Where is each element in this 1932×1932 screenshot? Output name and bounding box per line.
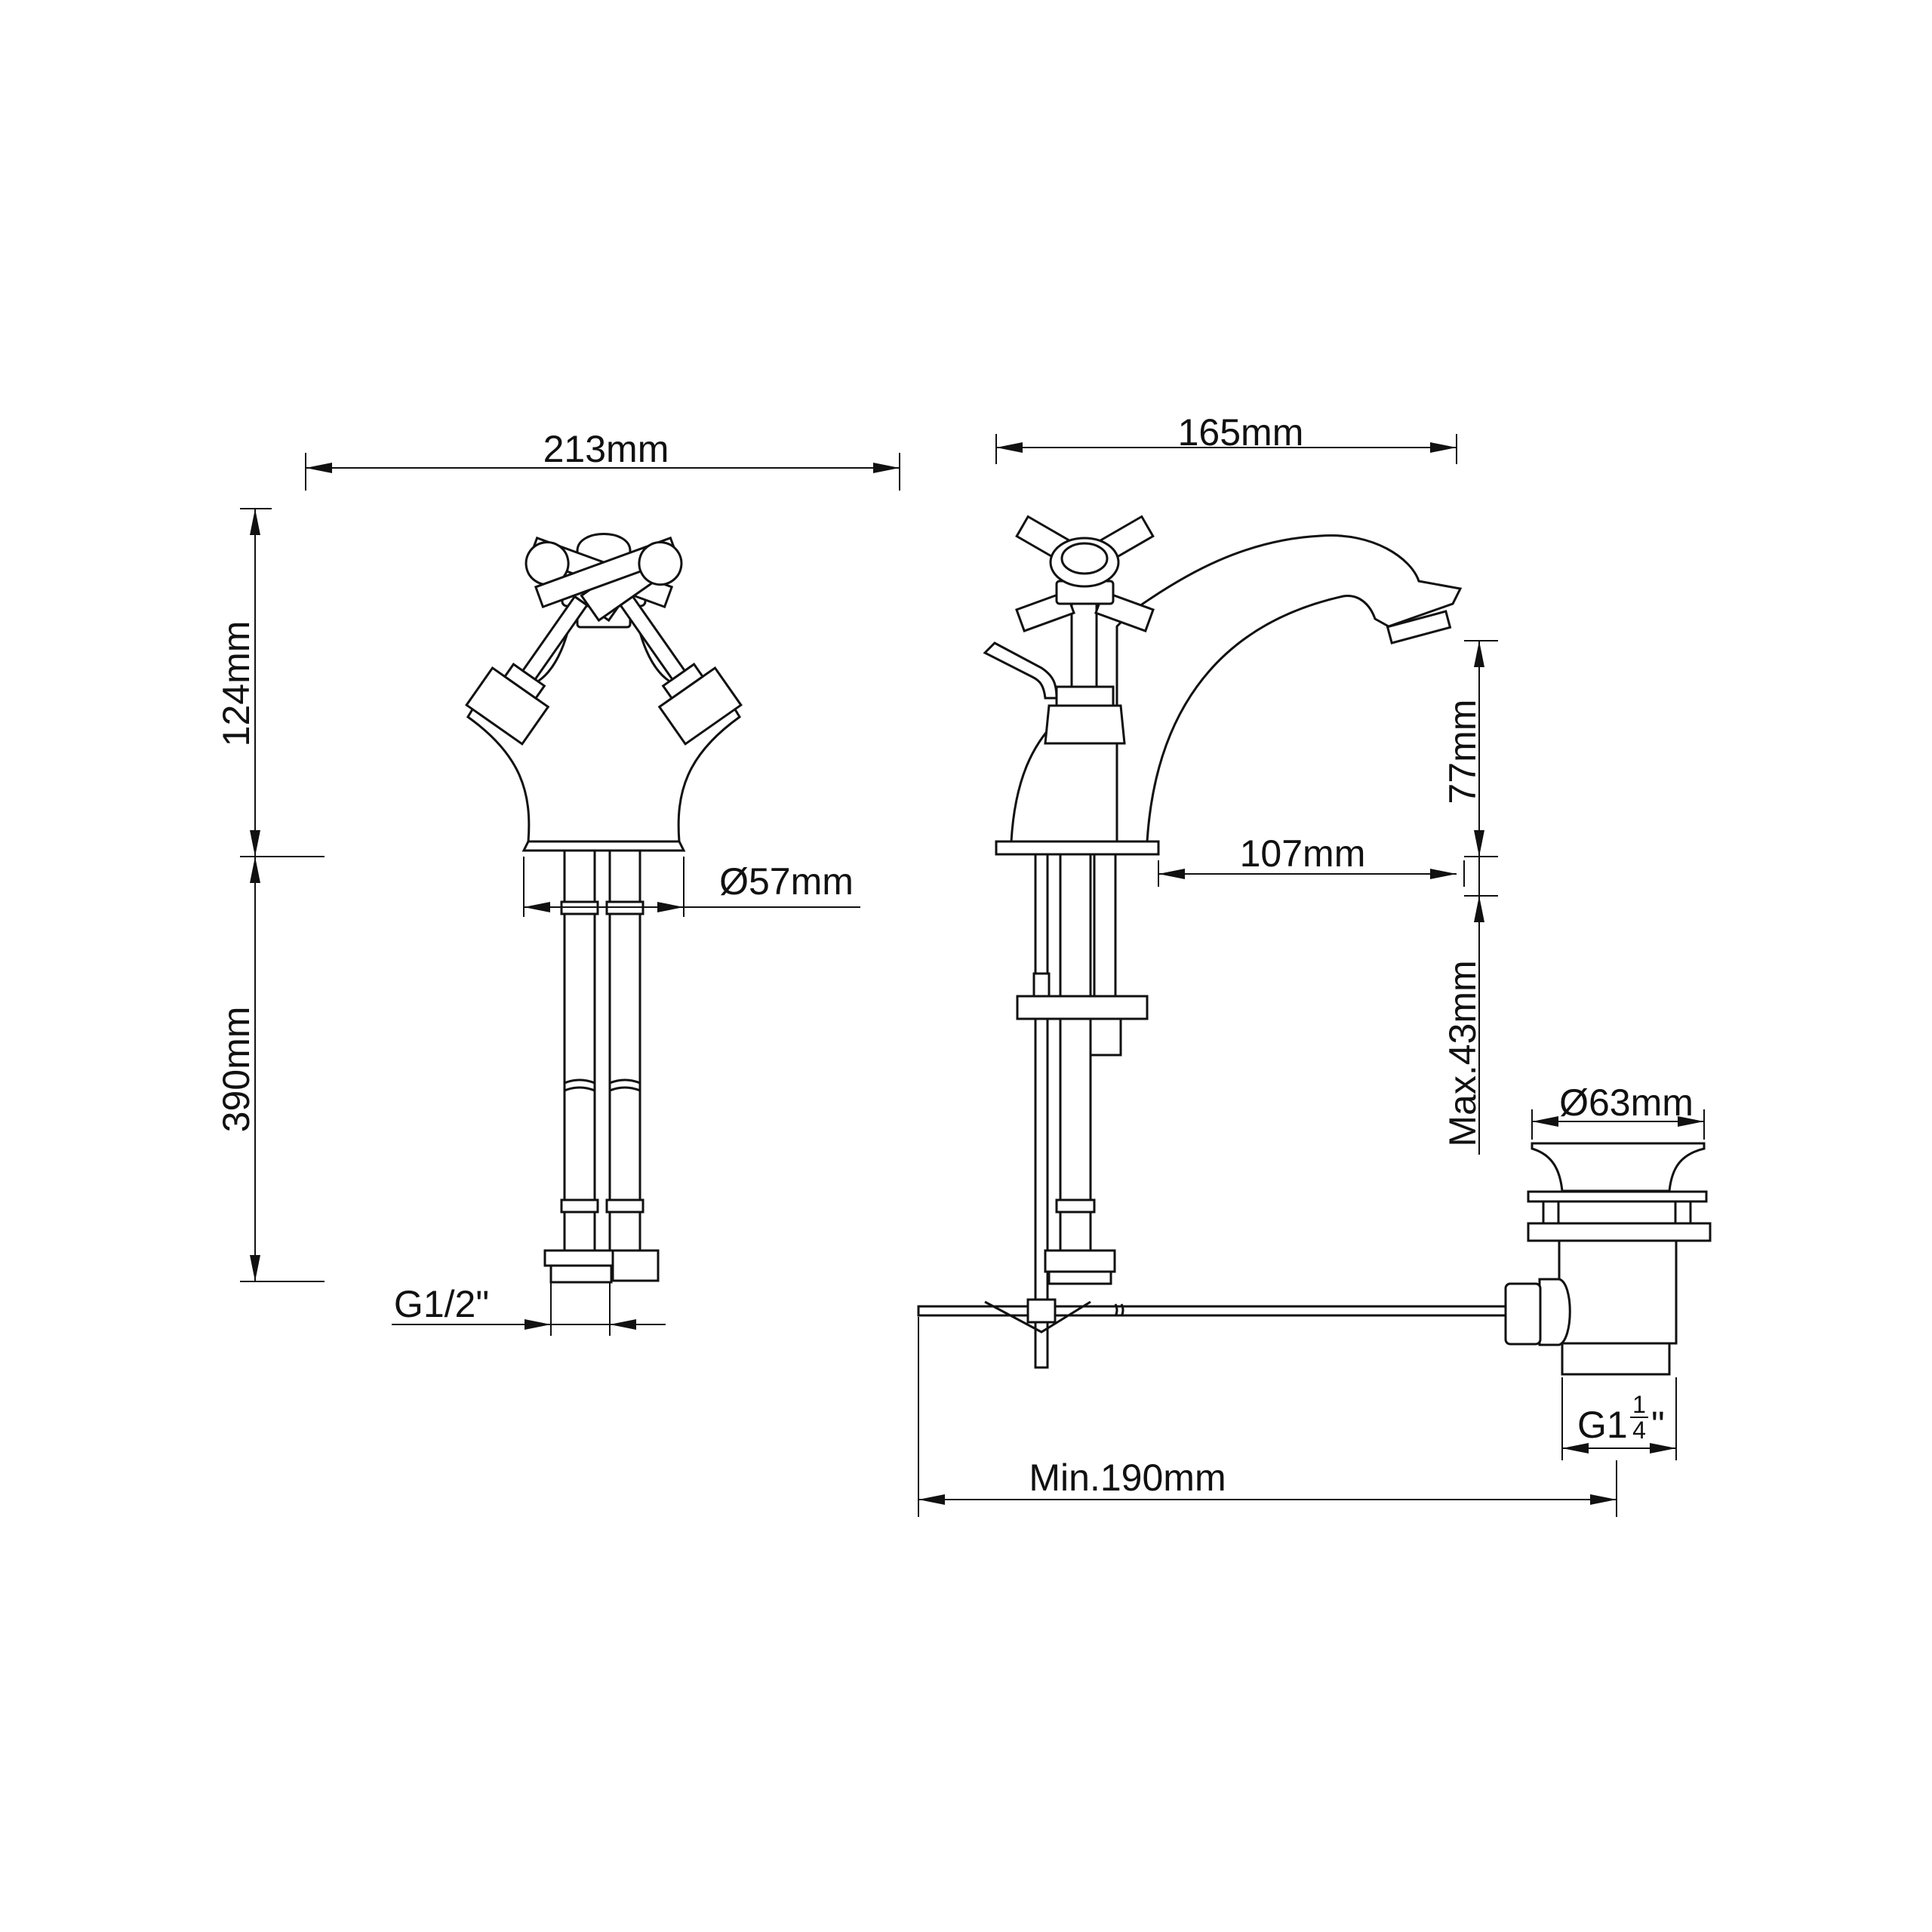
side-view-faucet (917, 515, 1712, 1376)
depth-label: 165mm (1178, 411, 1304, 454)
knurled-nut (1504, 1282, 1542, 1346)
dim-base-diameter: Ø57mm (523, 857, 860, 917)
base-diameter-label: Ø57mm (719, 860, 854, 903)
dim-waste-thread: G1 1 4 " (1561, 1377, 1677, 1460)
waste-thread-suffix: " (1651, 1404, 1665, 1446)
dim-max-43: Max.43mm (1441, 857, 1498, 1155)
dim-pullrod-190: Min.190mm (918, 1317, 1617, 1517)
side-cross-handle (1015, 515, 1155, 632)
pop-up-waste (1504, 1142, 1712, 1376)
lift-rod (1034, 853, 1049, 1369)
height-label: 124mm (215, 621, 257, 747)
width-label: 213mm (543, 428, 669, 470)
reach-label: 107mm (1240, 832, 1366, 875)
fixing-plate (1016, 995, 1149, 1020)
side-supply-hose (1059, 853, 1092, 1252)
dim-reach-107: 107mm (1158, 832, 1465, 887)
dim-connection: G1/2" (392, 1283, 666, 1336)
side-valve-stem (1070, 595, 1098, 688)
waste-thread-denominator: 4 (1632, 1417, 1646, 1444)
side-base-plate (995, 840, 1160, 856)
waste-thread-numerator: 1 (1632, 1391, 1646, 1418)
pop-up-lever (983, 641, 1058, 700)
rod-clip (984, 1300, 1091, 1334)
max-thickness-label: Max.43mm (1441, 960, 1484, 1146)
dim-depth-165: 165mm (995, 411, 1457, 464)
waste-diameter-label: Ø63mm (1559, 1081, 1694, 1124)
front-right-valve (534, 536, 743, 746)
spout-height-label: 77mm (1441, 700, 1484, 804)
waste-thread-prefix: G1 (1577, 1404, 1628, 1446)
side-spout (1115, 534, 1463, 843)
dim-spout-height-77: 77mm (1441, 640, 1498, 857)
waste-thread (1561, 1342, 1671, 1376)
dim-height-124: 124mm (215, 508, 325, 857)
dim-hose-390: 390mm (215, 857, 325, 1282)
hose-length-label: 390mm (215, 1007, 257, 1133)
dim-waste-diameter: Ø63mm (1531, 1081, 1705, 1140)
front-supply-hoses (543, 849, 660, 1284)
front-base-plate (521, 840, 686, 852)
pullrod-length-label: Min.190mm (1029, 1457, 1226, 1499)
side-aerator (1386, 610, 1452, 645)
dim-width-213: 213mm (305, 428, 900, 491)
connection-label: G1/2" (394, 1283, 489, 1325)
front-view-faucet (465, 533, 743, 1284)
